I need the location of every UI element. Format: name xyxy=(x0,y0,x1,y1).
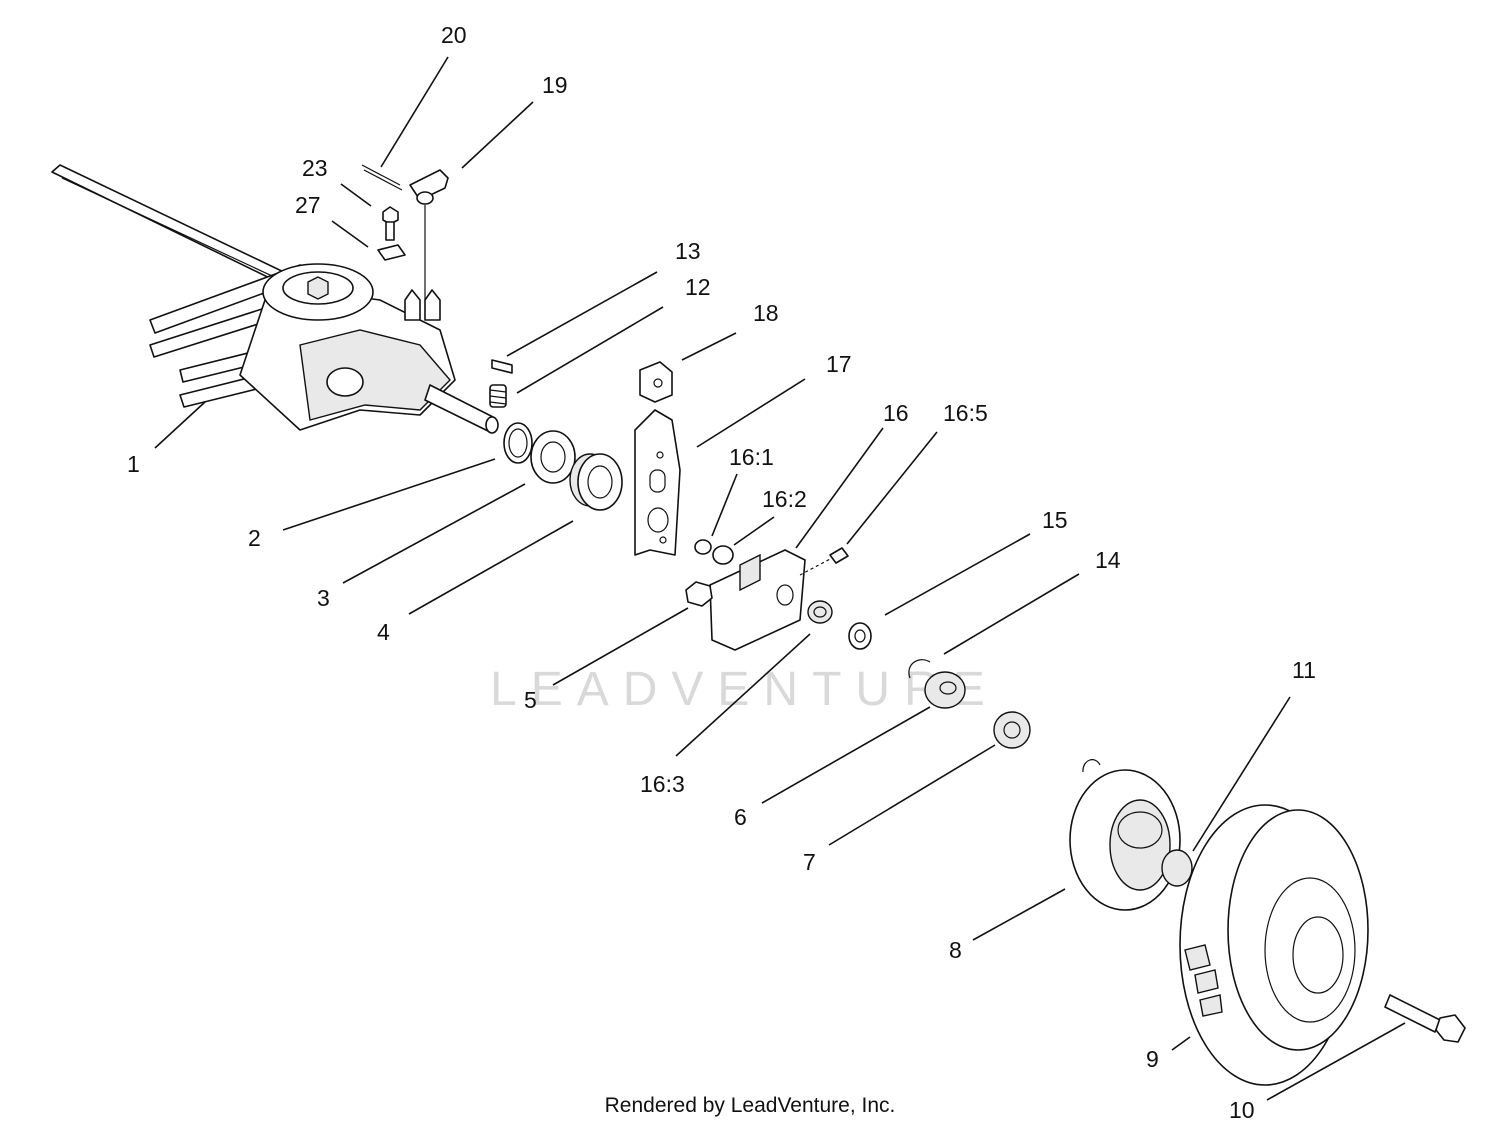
part-6-spacer xyxy=(924,671,966,709)
callout-18: 18 xyxy=(753,300,779,326)
callout-20: 20 xyxy=(441,22,467,48)
part-5-nut xyxy=(685,581,713,607)
callout-6: 6 xyxy=(734,804,747,830)
callout-17: 17 xyxy=(826,351,852,377)
part-14-e-clip xyxy=(908,659,931,679)
part-27-clip xyxy=(377,244,406,261)
callout-13: 13 xyxy=(675,238,701,264)
part-2-snap-ring xyxy=(503,422,533,464)
part-23-bolt xyxy=(382,206,399,241)
callout-14: 14 xyxy=(1095,547,1121,573)
callout-4: 4 xyxy=(377,619,390,645)
callout-11: 11 xyxy=(1292,657,1316,683)
leader-lines xyxy=(154,56,1406,1101)
part-13-key xyxy=(491,359,513,374)
credit-line: Rendered by LeadVenture, Inc. xyxy=(604,1094,896,1117)
callout-2: 2 xyxy=(248,525,261,551)
callout-8: 8 xyxy=(949,937,962,963)
part-18-block xyxy=(639,361,673,403)
part-16-3-bearing xyxy=(807,600,833,624)
part-3-washer xyxy=(530,430,576,484)
part-17-plate xyxy=(634,409,681,556)
callout-16: 16 xyxy=(883,400,909,426)
part-15-washer xyxy=(848,622,872,650)
callout-labels: 1 2 3 4 5 6 7 8 9 10 11 12 13 14 15 16 1… xyxy=(127,22,1316,1123)
callout-1: 1 xyxy=(127,451,140,477)
gearbox-housing xyxy=(239,263,499,434)
part-7-pinion-gear xyxy=(993,711,1031,749)
callout-10: 10 xyxy=(1229,1097,1255,1123)
callout-27: 27 xyxy=(295,192,321,218)
part-20-pin xyxy=(361,164,403,191)
callout-9: 9 xyxy=(1146,1046,1159,1072)
callout-16-3: 16:3 xyxy=(640,771,685,797)
callout-19: 19 xyxy=(542,72,568,98)
callout-16-1: 16:1 xyxy=(729,444,774,470)
part-10-bolt xyxy=(1384,994,1466,1043)
callout-15: 15 xyxy=(1042,507,1068,533)
part-16-2-bushing xyxy=(712,545,734,565)
part-19-lever xyxy=(409,169,449,300)
callout-16-5: 16:5 xyxy=(943,400,988,426)
callout-23: 23 xyxy=(302,155,328,181)
part-12-spring xyxy=(489,384,507,408)
part-16-1-bearing xyxy=(694,539,712,555)
callout-12: 12 xyxy=(685,274,711,300)
part-16-bracket xyxy=(709,549,806,651)
part-4-bushing xyxy=(569,453,623,511)
callout-7: 7 xyxy=(803,849,816,875)
watermark-text: LEADVENTURE xyxy=(490,663,999,716)
part-11-bearing xyxy=(1161,849,1193,887)
part-16-5-fitting xyxy=(799,547,849,576)
callout-3: 3 xyxy=(317,585,330,611)
part-9-wheel xyxy=(1179,804,1369,1086)
part-8-hub-cap xyxy=(1069,759,1181,911)
callout-5: 5 xyxy=(524,687,537,713)
callout-16-2: 16:2 xyxy=(762,486,807,512)
